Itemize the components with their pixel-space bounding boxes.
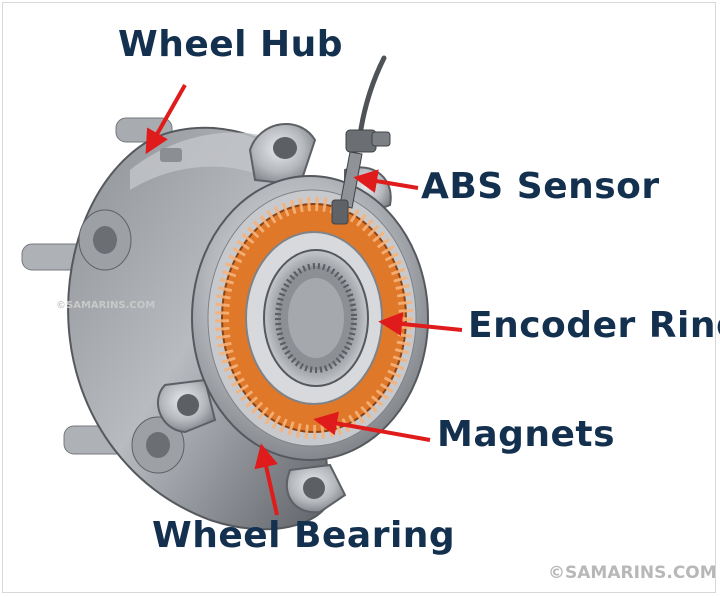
arrow-wheel-hub [145, 84, 187, 155]
watermark-corner: ©SAMARINS.COM [548, 563, 717, 583]
annotation-arrows [145, 84, 463, 516]
label-wheel-bearing: Wheel Bearing [152, 515, 456, 556]
label-wheel-hub: Wheel Hub [118, 24, 344, 65]
label-magnets: Magnets [437, 414, 616, 455]
watermark-center: ©SAMARINS.COM [56, 300, 156, 311]
label-encoder-ring: Encoder Ring [468, 305, 720, 346]
arrow-magnets [313, 411, 431, 442]
abs-sensor [331, 55, 391, 225]
arrow-encoder-ring [378, 311, 463, 336]
arrow-abs-sensor [353, 169, 419, 193]
splined-bore [263, 249, 369, 387]
label-abs-sensor: ABS Sensor [421, 166, 660, 207]
arrow-wheel-bearing [254, 443, 279, 516]
